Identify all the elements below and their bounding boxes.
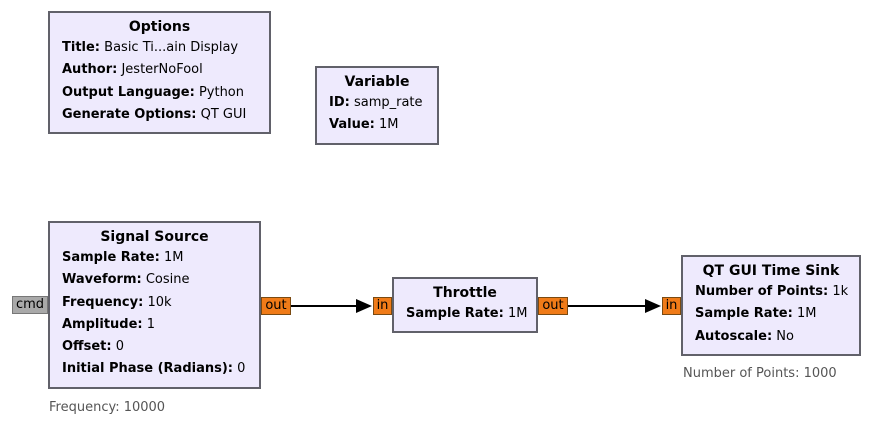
param-key: Autoscale: [695,328,773,344]
param-output-language: Output Language: Python [50,82,269,104]
param-waveform: Waveform: Cosine [50,269,259,291]
param-key: Frequency: [62,294,144,310]
param-value: Value: 1M [317,114,437,136]
param-sample-rate: Sample Rate: 1M [50,247,259,269]
param-key: Title: [62,40,101,55]
param-number-of-points: Number of Points: 1k [683,281,859,303]
throttle-in-port[interactable]: in [373,297,392,315]
param-generate-options: Generate Options: QT GUI [50,104,269,126]
param-value: Python [198,84,244,100]
param-key: Waveform: [62,272,142,288]
param-key: Generate Options: [62,106,197,122]
param-sample-rate: Sample Rate: 1M [683,303,859,325]
param-title: Title: Basic Ti...ain Display [50,37,269,59]
block-title: Signal Source [100,229,209,245]
param-id: ID: samp_rate [317,92,437,114]
param-initial-phase: Initial Phase (Radians): 0 [50,358,259,380]
param-value: JesterNoFool [121,62,203,78]
block-title: Options [128,19,191,35]
signal-source-out-port[interactable]: out [261,297,291,315]
param-key: Output Language: [62,84,195,100]
param-value: 1k [832,284,849,299]
signal-source-block[interactable]: Signal Source Sample Rate: 1M Waveform: … [48,221,261,389]
param-value: 1M [163,250,184,265]
param-value: QT GUI [200,106,247,122]
param-value: 1M [379,117,399,133]
connection-throttle-to-sink[interactable] [568,299,661,313]
param-key: Offset: [62,339,112,355]
throttle-block[interactable]: Throttle Sample Rate: 1M [392,277,538,333]
param-value: 1M [507,306,528,321]
block-title: Throttle [433,285,497,301]
param-key: Initial Phase (Radians): [62,361,233,377]
param-value: Cosine [145,272,190,288]
param-value: Basic Ti...ain Display [104,40,239,55]
param-value: 1 [146,316,156,332]
time-sink-block[interactable]: QT GUI Time Sink Number of Points: 1k Sa… [681,255,861,356]
signal-source-cmd-port[interactable]: cmd [12,296,48,314]
signal-source-comment: Frequency: 10000 [49,400,166,415]
options-block[interactable]: Options Title: Basic Ti...ain Display Au… [48,11,271,134]
throttle-out-port[interactable]: out [538,297,568,315]
param-value: samp_rate [353,95,423,110]
param-offset: Offset: 0 [50,336,259,358]
param-sample-rate: Sample Rate: 1M [394,303,536,325]
param-frequency: Frequency: 10k [50,292,259,314]
param-amplitude: Amplitude: 1 [50,314,259,336]
param-value: 10k [147,294,172,310]
block-title: QT GUI Time Sink [702,263,840,279]
param-key: ID: [329,95,350,110]
param-value: 0 [237,361,246,377]
param-value: No [776,328,794,344]
param-key: Sample Rate: [695,306,793,322]
param-key: Author: [62,62,118,78]
time-sink-in-port[interactable]: in [662,297,681,315]
param-key: Sample Rate: [62,250,160,265]
param-author: Author: JesterNoFool [50,59,269,81]
variable-block[interactable]: Variable ID: samp_rate Value: 1M [315,66,439,145]
param-key: Value: [329,117,375,133]
param-key: Number of Points: [695,284,829,299]
param-key: Sample Rate: [406,306,504,321]
param-autoscale: Autoscale: No [683,326,859,348]
param-value: 0 [115,339,124,355]
param-value: 1M [796,306,817,322]
time-sink-comment: Number of Points: 1000 [683,366,837,381]
connection-source-to-throttle[interactable] [291,299,372,313]
block-title: Variable [344,74,410,90]
param-key: Amplitude: [62,316,143,332]
